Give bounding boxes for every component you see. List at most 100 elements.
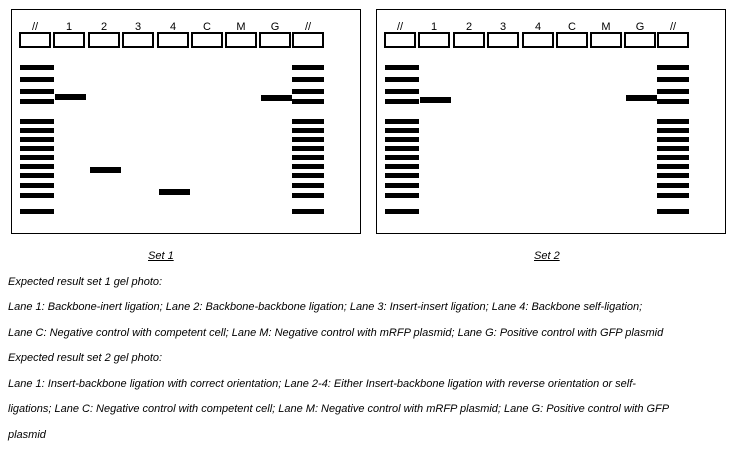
well-2-2: [418, 32, 450, 48]
ladder-band-2-right-5: [657, 119, 689, 124]
ladder-band-2-left-7: [385, 137, 419, 142]
lane-label-2-1: //: [397, 21, 404, 33]
caption-set-2-lanes-b: ligations; Lane C: Negative control with…: [8, 403, 670, 415]
lane-label-2-5: 4: [535, 21, 541, 33]
ladder-band-2-right-11: [657, 173, 689, 178]
caption-set-2-title: Expected result set 2 gel photo:: [8, 352, 163, 364]
ladder-band-1-left-12: [20, 183, 54, 188]
well-2-4: [487, 32, 519, 48]
ladder-band-1-left-14: [20, 209, 54, 214]
ladder-band-2-right-14: [657, 209, 689, 214]
caption-set-2-lanes-c: plasmid: [8, 429, 46, 441]
ladder-band-1-right-2: [292, 77, 324, 82]
ladder-band-2-right-8: [657, 146, 689, 151]
well-2-3: [453, 32, 485, 48]
ladder-band-1-right-14: [292, 209, 324, 214]
ladder-band-1-left-13: [20, 193, 54, 198]
ladder-band-2-right-6: [657, 128, 689, 133]
ladder-band-2-left-3: [385, 89, 419, 94]
ladder-band-2-left-4: [385, 99, 419, 104]
ladder-band-1-left-1: [20, 65, 54, 70]
ladder-band-1-right-7: [292, 137, 324, 142]
lane-label-2-2: 1: [431, 21, 437, 33]
caption-set-1-title: Expected result set 1 gel photo:: [8, 276, 163, 288]
ladder-band-1-right-12: [292, 183, 324, 188]
ladder-band-2-left-6: [385, 128, 419, 133]
lane-label-1-6: C: [203, 21, 211, 33]
ladder-band-1-left-8: [20, 146, 54, 151]
caption-set-2-lanes-a: Lane 1: Insert-backbone ligation with co…: [8, 378, 636, 390]
lane-label-2-4: 3: [500, 21, 506, 33]
caption-set-1-lanes: Lane 1: Backbone-inert ligation; Lane 2:…: [8, 301, 643, 313]
band-1-lane-4-1: [159, 189, 190, 195]
ladder-band-1-left-4: [20, 99, 54, 104]
ladder-band-1-left-3: [20, 89, 54, 94]
ladder-band-1-right-5: [292, 119, 324, 124]
ladder-band-2-right-7: [657, 137, 689, 142]
lane-label-2-8: G: [636, 21, 645, 33]
ladder-band-2-right-13: [657, 193, 689, 198]
ladder-band-1-left-11: [20, 173, 54, 178]
well-1-9: [292, 32, 324, 48]
ladder-band-2-left-5: [385, 119, 419, 124]
lane-label-1-2: 1: [66, 21, 72, 33]
well-1-3: [88, 32, 120, 48]
ladder-band-2-left-14: [385, 209, 419, 214]
lane-label-2-7: M: [601, 21, 610, 33]
band-1-lane-1-1: [55, 94, 86, 100]
ladder-band-2-left-2: [385, 77, 419, 82]
band-1-lane-2-1: [90, 167, 121, 173]
ladder-band-2-right-4: [657, 99, 689, 104]
set-1-label: Set 1: [148, 250, 174, 262]
well-1-6: [191, 32, 223, 48]
well-1-5: [157, 32, 189, 48]
well-2-7: [590, 32, 622, 48]
well-1-7: [225, 32, 257, 48]
lane-label-1-1: //: [32, 21, 39, 33]
well-2-8: [624, 32, 656, 48]
ladder-band-1-left-2: [20, 77, 54, 82]
ladder-band-2-right-1: [657, 65, 689, 70]
set-2-label: Set 2: [534, 250, 560, 262]
ladder-band-2-right-3: [657, 89, 689, 94]
ladder-band-2-left-12: [385, 183, 419, 188]
well-1-2: [53, 32, 85, 48]
ladder-band-2-left-1: [385, 65, 419, 70]
lane-label-1-7: M: [236, 21, 245, 33]
band-1-lane-G-1: [261, 95, 292, 101]
ladder-band-1-right-4: [292, 99, 324, 104]
ladder-band-2-left-11: [385, 173, 419, 178]
well-2-9: [657, 32, 689, 48]
ladder-band-1-left-10: [20, 164, 54, 169]
ladder-band-1-right-8: [292, 146, 324, 151]
lane-label-1-4: 3: [135, 21, 141, 33]
ladder-band-1-left-5: [20, 119, 54, 124]
ladder-band-2-right-10: [657, 164, 689, 169]
lane-label-2-9: //: [670, 21, 677, 33]
ladder-band-1-left-9: [20, 155, 54, 160]
ladder-band-1-right-11: [292, 173, 324, 178]
well-1-1: [19, 32, 51, 48]
ladder-band-1-right-1: [292, 65, 324, 70]
ladder-band-2-left-13: [385, 193, 419, 198]
ladder-band-2-right-12: [657, 183, 689, 188]
ladder-band-2-left-8: [385, 146, 419, 151]
lane-label-1-5: 4: [170, 21, 176, 33]
well-2-6: [556, 32, 588, 48]
well-1-8: [259, 32, 291, 48]
ladder-band-2-right-2: [657, 77, 689, 82]
ladder-band-1-left-6: [20, 128, 54, 133]
lane-label-1-8: G: [271, 21, 280, 33]
lane-label-2-3: 2: [466, 21, 472, 33]
ladder-band-1-left-7: [20, 137, 54, 142]
band-2-lane-G-1: [626, 95, 657, 101]
ladder-band-2-right-9: [657, 155, 689, 160]
ladder-band-1-right-9: [292, 155, 324, 160]
lane-label-1-3: 2: [101, 21, 107, 33]
ladder-band-2-left-9: [385, 155, 419, 160]
ladder-band-1-right-6: [292, 128, 324, 133]
ladder-band-1-right-13: [292, 193, 324, 198]
